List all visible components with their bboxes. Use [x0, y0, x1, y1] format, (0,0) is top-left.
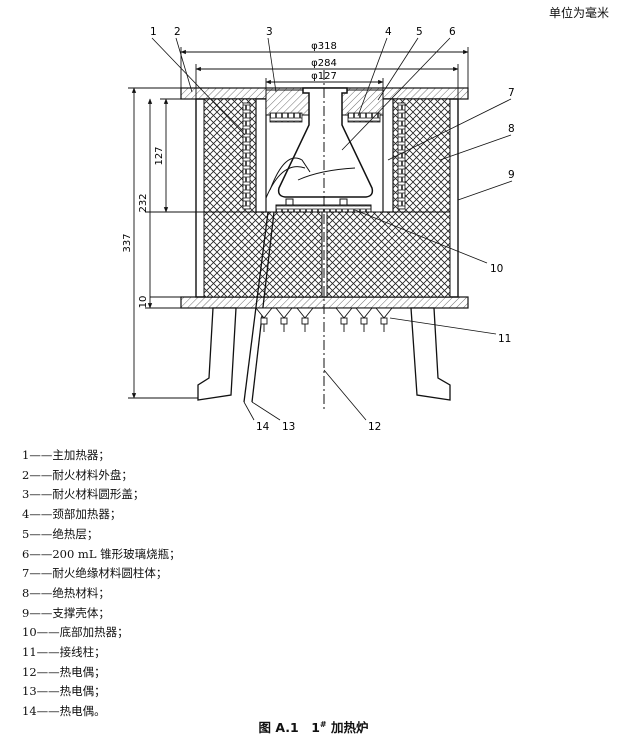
- refractory-cylinder-left: [255, 98, 267, 213]
- conical-flask: [277, 87, 374, 198]
- callout-13: 13: [282, 421, 295, 433]
- legend-item: 6——200 mL 锥形玻璃烧瓶；: [22, 546, 181, 561]
- dim-127v: 127: [154, 146, 165, 165]
- legend-item: 2——耐火材料外盘；: [22, 467, 133, 482]
- callout-11: 11: [498, 333, 511, 345]
- callout-6: 6: [449, 26, 456, 38]
- unit-note: 单位为毫米: [548, 6, 609, 20]
- legend-item: 3——耐火材料圆形盖；: [22, 487, 145, 502]
- figure-caption: 图 A.1 1# 加热炉: [258, 719, 369, 735]
- legend-item: 5——绝热层；: [22, 526, 99, 541]
- callout-9: 9: [508, 169, 515, 181]
- leg-left: [197, 307, 237, 401]
- dim-284: φ284: [311, 58, 337, 69]
- leg-right: [410, 307, 451, 401]
- thermocouple-13-path: [269, 157, 311, 191]
- legend-item: 4——颈部加热器；: [22, 507, 122, 522]
- dim-318: φ318: [311, 41, 337, 52]
- thermocouple-14: [243, 211, 269, 403]
- callout-7: 7: [508, 87, 515, 99]
- refractory-cylinder-right: [382, 98, 394, 213]
- callout-10: 10: [490, 263, 503, 275]
- dim-337: 337: [122, 233, 133, 252]
- callout-12: 12: [368, 421, 381, 433]
- neck-heater-left: [269, 112, 303, 123]
- legend-item: 11——接线柱；: [22, 645, 106, 660]
- legend-item: 12——热电偶；: [22, 664, 106, 679]
- callout-1: 1: [150, 26, 157, 38]
- neck-heater-right: [347, 112, 381, 123]
- insulation-lower-right: [326, 211, 451, 298]
- main-heater-left: [242, 102, 251, 210]
- dim-232: 232: [138, 193, 149, 212]
- dim-10: 10: [138, 296, 149, 309]
- legend-item: 7——耐火绝缘材料圆柱体；: [22, 566, 168, 581]
- dim-127h: φ127: [311, 71, 337, 82]
- legend-item: 9——支撑壳体；: [22, 605, 110, 620]
- legend-item: 1——主加热器；: [22, 448, 110, 462]
- legend-item: 14——热电偶。: [22, 704, 106, 719]
- legend-item: 8——绝热材料；: [22, 585, 110, 600]
- furnace-diagram: φ318 φ284 φ127 337 232 127 10 1 2 3 4: [122, 26, 515, 433]
- callout-5: 5: [416, 26, 423, 38]
- main-heater-right: [397, 102, 406, 210]
- callout-2: 2: [174, 26, 181, 38]
- legend: 1——主加热器； 2——耐火材料外盘； 3——耐火材料圆形盖； 4——颈部加热器…: [22, 446, 181, 722]
- callout-3: 3: [266, 26, 273, 38]
- callout-4: 4: [385, 26, 392, 38]
- thermocouple-13: [251, 211, 275, 403]
- callout-8: 8: [508, 123, 515, 135]
- legend-item: 10——底部加热器；: [22, 625, 129, 640]
- terminal-posts: [255, 307, 393, 332]
- callout-14: 14: [256, 421, 270, 433]
- legend-item: 13——热电偶；: [22, 684, 106, 699]
